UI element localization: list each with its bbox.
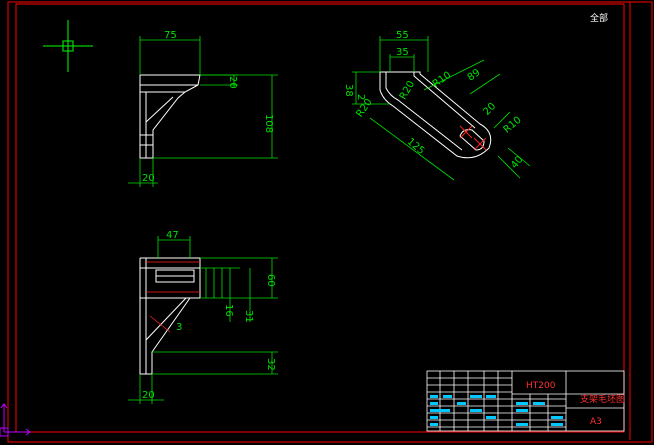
- bottom-view-hidden-lines: [146, 261, 200, 333]
- dim-40: 40: [509, 154, 526, 171]
- title-block-cells: [430, 395, 563, 426]
- bottom-view-dims: [128, 236, 278, 404]
- dim-arrow: 3: [176, 322, 182, 333]
- bottom-view-outline: [139, 257, 201, 375]
- dim-20-bottom-view: 20: [142, 390, 155, 401]
- sheet-size-label: A3: [590, 417, 602, 427]
- dim-47: 47: [166, 230, 179, 241]
- drawing-frame: [7, 1, 653, 443]
- dim-20-bottom: 20: [142, 173, 155, 184]
- dim-32: 32: [265, 358, 276, 371]
- top-right-view-outline: [379, 71, 492, 159]
- top-left-view-dims: [128, 36, 278, 187]
- dim-2: 2: [355, 94, 366, 100]
- layout-label[interactable]: 全部: [590, 12, 608, 24]
- dim-r20-mid: R20: [398, 79, 417, 102]
- title-block: [426, 370, 625, 432]
- crosshair-cursor-icon: [43, 20, 93, 72]
- dim-r10-upper: R10: [431, 70, 453, 90]
- slot-center-marks: [459, 125, 487, 151]
- top-right-view-dims: [352, 36, 531, 181]
- dim-31: 31: [243, 310, 254, 323]
- material-label: HT200: [526, 381, 556, 391]
- dim-20-top: 20: [227, 76, 238, 89]
- dim-108: 108: [263, 114, 274, 133]
- dim-55: 55: [396, 30, 409, 41]
- dim-89: 89: [466, 67, 483, 83]
- dim-35: 35: [396, 47, 409, 58]
- dim-16: 16: [223, 304, 234, 317]
- dim-60: 60: [265, 274, 276, 287]
- top-left-view-outline: [139, 74, 201, 159]
- dim-20-slot: 20: [482, 101, 499, 118]
- dim-75: 75: [164, 30, 177, 41]
- dim-125: 125: [405, 136, 427, 157]
- ucs-icon: [0, 403, 31, 437]
- dim-38: 38: [343, 84, 354, 97]
- drawing-name-label: 支架毛坯图: [580, 393, 625, 405]
- dim-r10-lower: R10: [502, 115, 524, 136]
